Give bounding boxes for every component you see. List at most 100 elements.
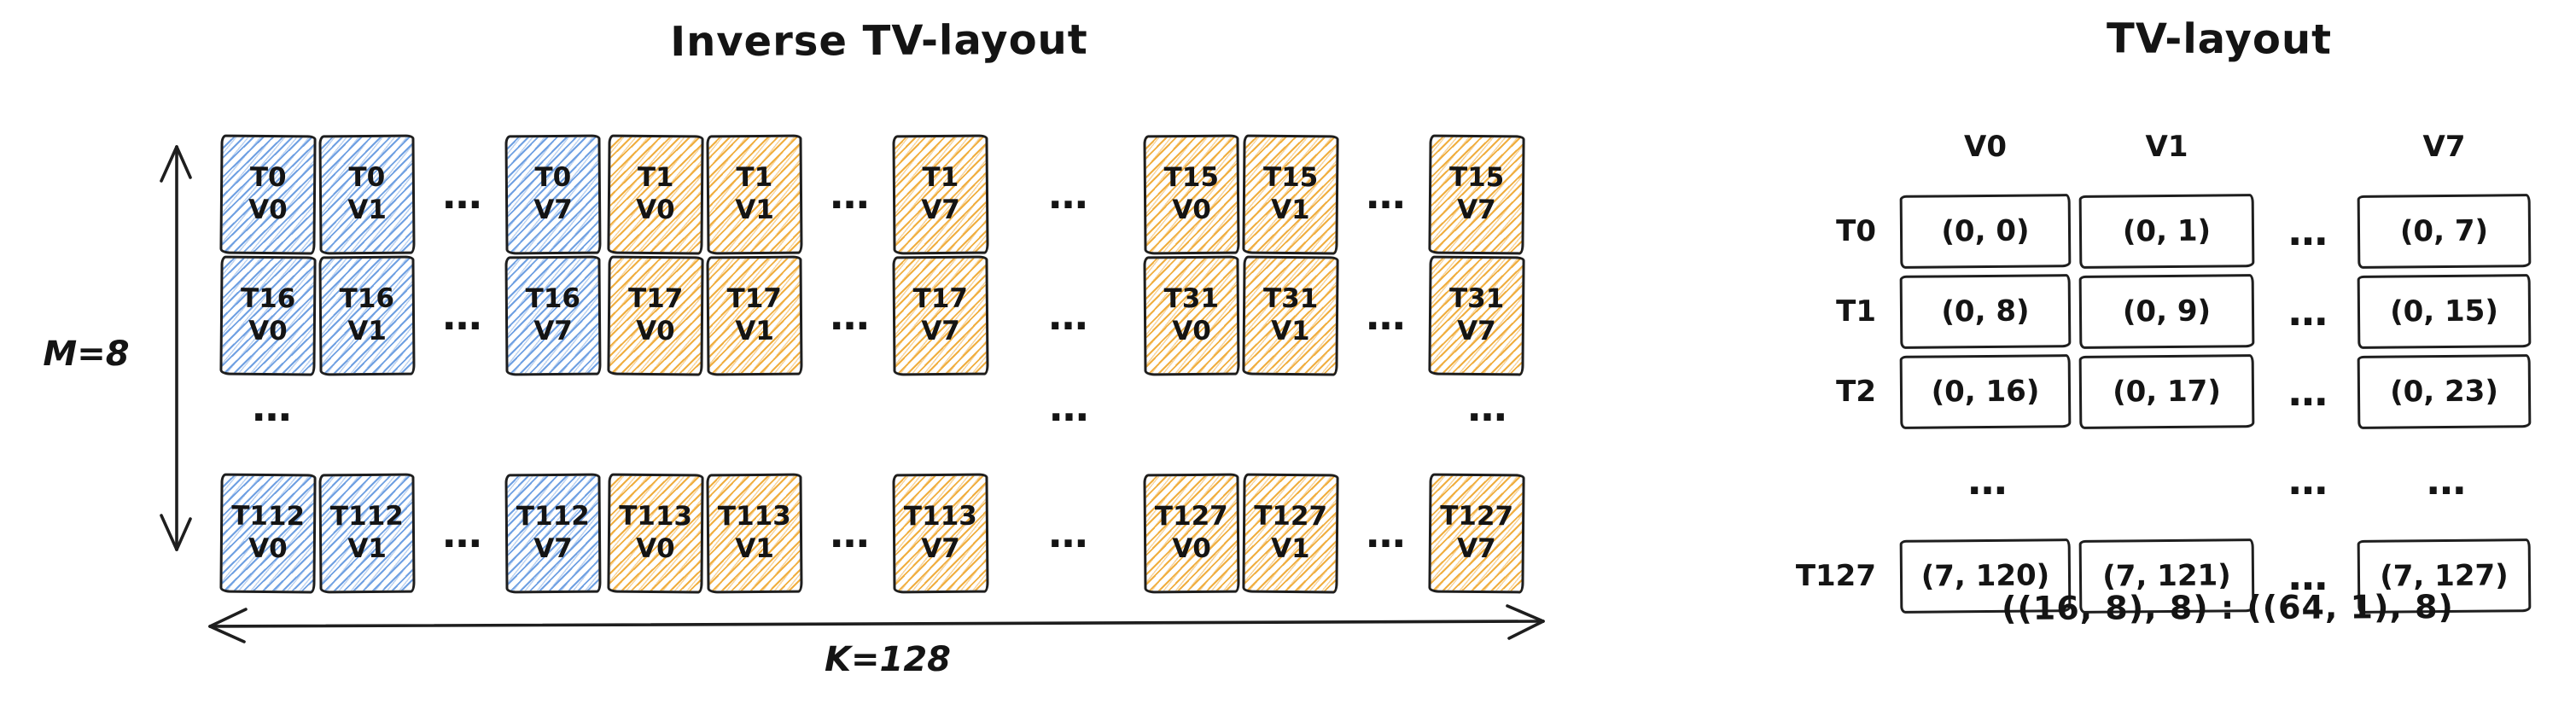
column-header-v7: V7 — [2422, 130, 2466, 164]
table-row: T1 (0, 8) (0, 9) … (0, 15) — [1789, 274, 2532, 349]
m-axis-double-arrow-icon — [160, 145, 192, 551]
tv-layout-table: V0 V1 V7 T0 (0, 0) (0, 1) … (0, 7) T1 (0… — [1789, 128, 2533, 640]
coord-cell: (0, 7) — [2357, 194, 2532, 269]
m-dimension-label: M=8 — [43, 335, 130, 374]
ellipsis-row: … … … — [1789, 459, 2531, 502]
thread-label: T15 — [1163, 161, 1220, 194]
ellipsis: … — [1049, 384, 1089, 430]
thread-label: T0 — [348, 162, 386, 194]
thread-label: T16 — [240, 282, 296, 315]
value-label: V7 — [1456, 532, 1496, 565]
thread-label: T113 — [717, 500, 791, 532]
value-label: V1 — [347, 194, 388, 226]
value-label: V7 — [533, 194, 574, 226]
ellipsis: … — [1048, 510, 1088, 556]
thread-label: T15 — [1262, 161, 1319, 194]
value-label: V1 — [1270, 315, 1310, 347]
value-label: V1 — [735, 315, 775, 347]
thread-label: T0 — [249, 162, 287, 194]
ellipsis: … — [1967, 457, 2008, 503]
thread-label: T31 — [1262, 282, 1319, 315]
ellipsis: … — [442, 172, 482, 218]
thread-label: T1 — [736, 162, 773, 194]
ellipsis: … — [1366, 510, 1406, 556]
coord-cell: (0, 15) — [2357, 274, 2532, 349]
table-row: T0 (0, 0) (0, 1) … (0, 7) — [1789, 194, 2532, 269]
value-label: V7 — [1456, 194, 1496, 226]
ellipsis: … — [442, 293, 482, 339]
value-label: V0 — [1172, 315, 1212, 347]
value-label: V7 — [921, 532, 961, 565]
table-row: T2 (0, 16) (0, 17) … (0, 23) — [1789, 354, 2532, 429]
ellipsis: … — [1048, 172, 1088, 218]
value-label: V7 — [921, 194, 961, 226]
thread-label: T112 — [231, 500, 306, 532]
ellipsis: … — [830, 293, 870, 339]
value-label: V0 — [248, 532, 288, 565]
ellipsis: … — [2427, 457, 2466, 503]
layout-formula: ((16, 8), 8) : ((64, 1), 8) — [2002, 588, 2454, 627]
thread-label: T17 — [627, 282, 684, 315]
coord-cell: (0, 16) — [1899, 354, 2072, 429]
thread-label: T112 — [329, 500, 404, 532]
value-label: V0 — [248, 194, 288, 226]
value-label: V0 — [635, 315, 675, 347]
header-spacer — [1789, 128, 1878, 166]
value-label: V1 — [1270, 532, 1310, 565]
thread-label: T0 — [534, 162, 572, 194]
thread-label: T16 — [339, 282, 395, 315]
value-label: V0 — [635, 194, 675, 226]
value-label: V1 — [1270, 194, 1310, 226]
thread-label: T15 — [1448, 161, 1505, 194]
value-label: V0 — [1172, 194, 1212, 226]
value-label: V0 — [1172, 532, 1212, 565]
coord-cell: (0, 17) — [2078, 354, 2255, 429]
coord-cell: (0, 0) — [1899, 194, 2072, 269]
ellipsis: … — [1366, 172, 1406, 218]
row-label: T127 — [1795, 559, 1876, 593]
thread-label: T16 — [525, 282, 581, 315]
k-axis-double-arrow-icon — [208, 604, 1545, 643]
ellipsis: … — [442, 510, 482, 556]
ellipsis: … — [1467, 384, 1507, 430]
column-header-v0: V0 — [1964, 130, 2007, 164]
value-label: V7 — [921, 315, 961, 347]
row-label: T0 — [1836, 214, 1876, 248]
left-diagram-title: Inverse TV-layout — [670, 15, 1088, 67]
ellipsis: … — [1366, 293, 1406, 339]
coord-cell: (0, 23) — [2357, 354, 2532, 429]
coord-cell: (0, 1) — [2078, 194, 2255, 269]
right-diagram-title: TV-layout — [2106, 15, 2333, 64]
coord-cell: (0, 9) — [2078, 274, 2255, 349]
thread-label: T113 — [619, 500, 693, 532]
thread-label: T1 — [637, 162, 674, 194]
ellipsis: … — [2288, 288, 2328, 335]
k-dimension-label: K=128 — [824, 640, 951, 679]
row-label: T1 — [1836, 294, 1876, 329]
value-label: V0 — [248, 315, 288, 347]
